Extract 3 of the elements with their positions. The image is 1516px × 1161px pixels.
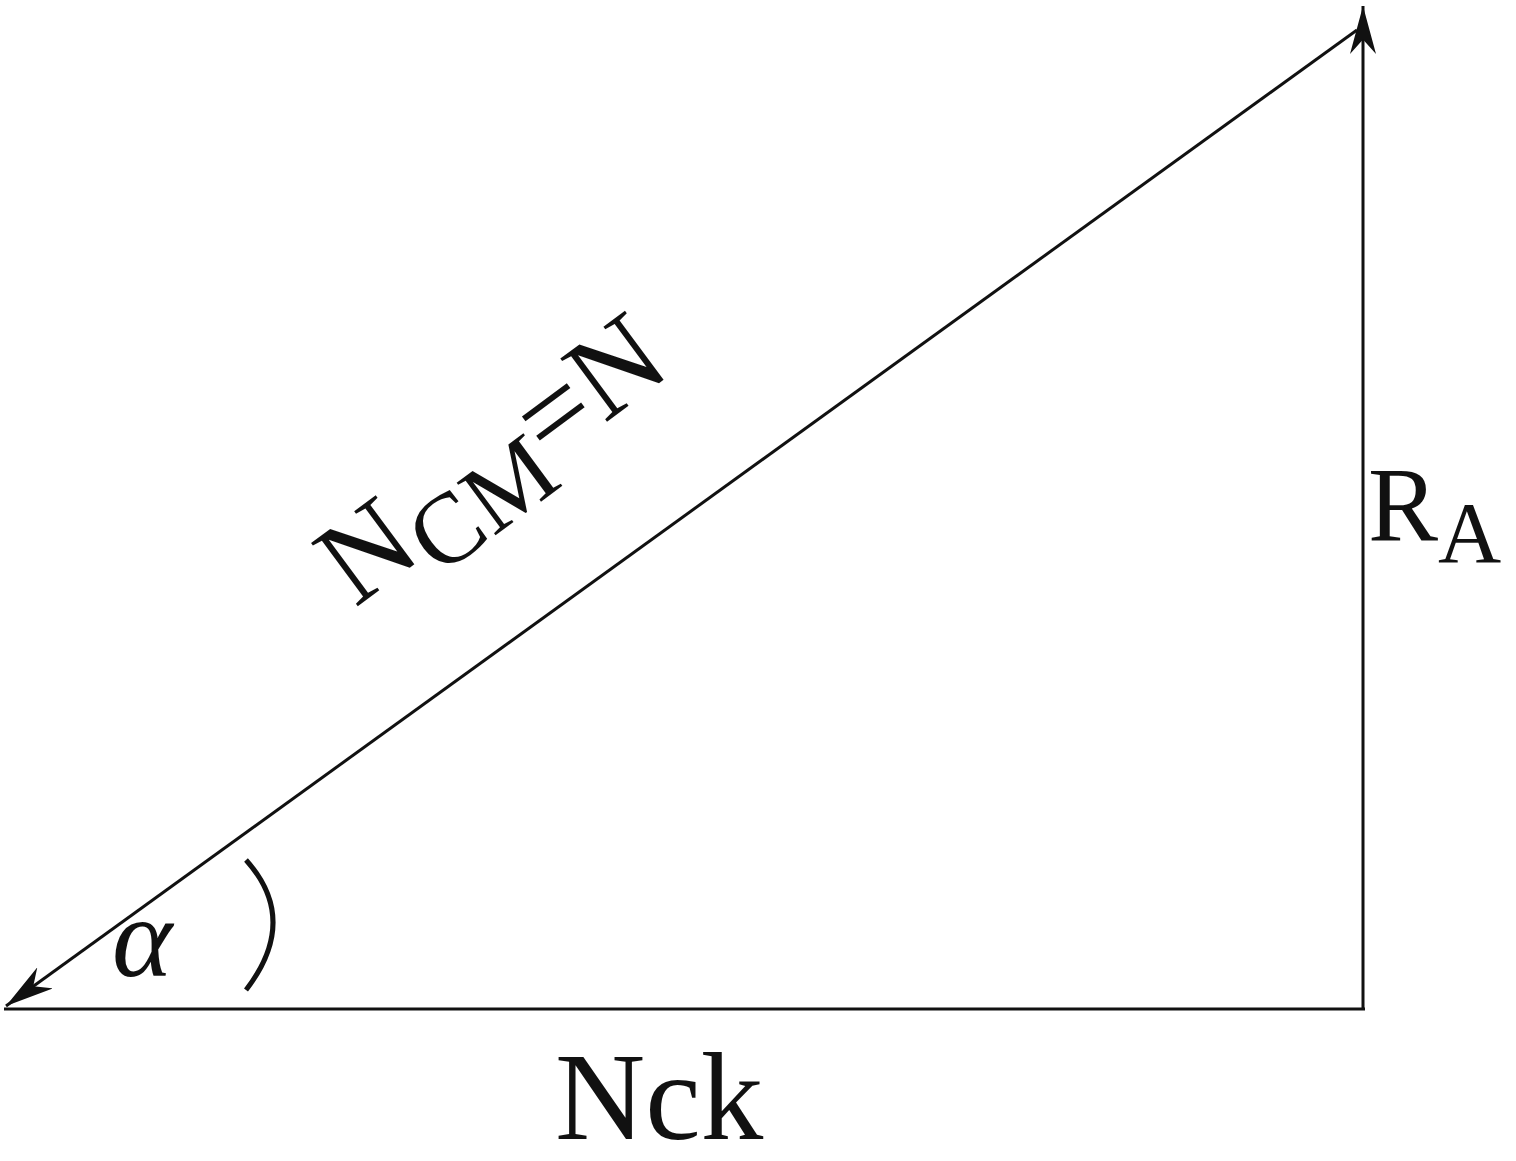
angle-label: α bbox=[112, 880, 173, 995]
force-label: Nck bbox=[555, 1035, 764, 1160]
force-label: R$_{A}$ bbox=[1368, 452, 1502, 577]
